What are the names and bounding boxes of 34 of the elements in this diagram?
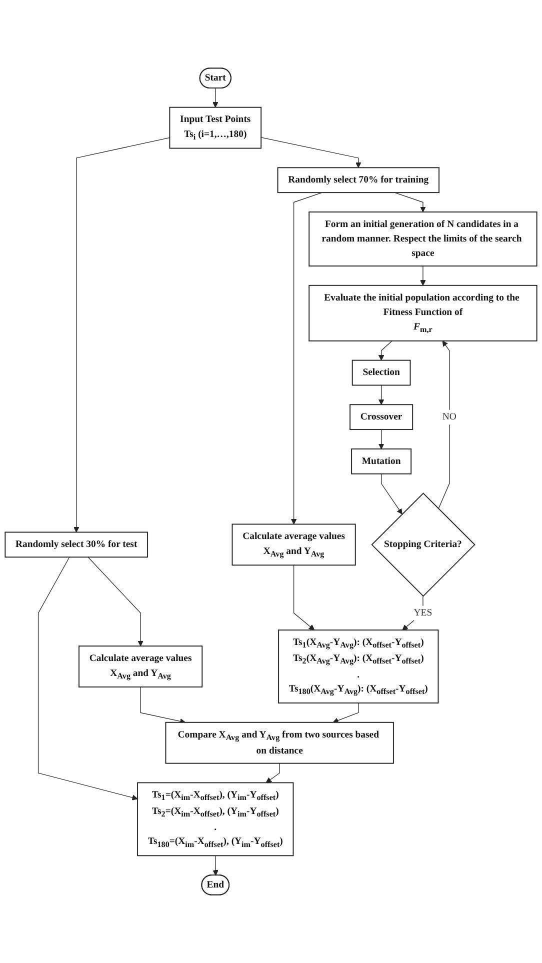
node-box: Compare X$_{Avg}$ and Y$_{Avg}$ from two sources based on distance <box>165 722 394 764</box>
node-box: Calculate average values X$_{Avg}$ and Y$_{Avg}$ <box>232 524 356 566</box>
arrow <box>38 556 138 800</box>
arrow <box>74 137 170 532</box>
arrow <box>293 564 315 630</box>
arrow <box>88 556 144 646</box>
node-box: Randomly select 70% for training <box>277 167 440 194</box>
arrow <box>260 137 362 168</box>
arrow <box>290 192 322 524</box>
node-box: Ts$_{1}$(X$_{Avg}$-Y$_{Avg}$): (X$_{offset}$-Y$_{offset}$) Ts$_{2}$(X$_{Avg}$-Y$_{Avg}$): (X$_{offset}$-Y$_{offset}$) . Ts$_{180}$(X$_{Avg}$-Y$_{Avg}$): (X$_{offset}$-Y$_{offset}$) <box>278 630 439 704</box>
arrow <box>394 192 426 212</box>
arrow <box>140 686 186 724</box>
node-box: Crossover <box>350 404 414 430</box>
node-box: Evaluate the initial population according to the Fitness Function of F$_{m,r}$ <box>308 284 538 342</box>
arrow <box>212 855 218 876</box>
arrow <box>266 762 280 783</box>
node-box: Ts$_{1}$=(X$_{im}$-X$_{offset}$), (Y$_{im}$-Y$_{offset}$) Ts$_{2}$=(X$_{im}$-X$_{offset}$), (Y$_{im}$-Y$_{offset}$) . Ts$_{180}$=(X$_{im}$-X$_{offset}$), (Y$_{im}$-Y$_{offset}$) <box>137 782 294 856</box>
arrow <box>332 702 359 724</box>
arrow <box>378 384 384 405</box>
node-box: Input Test Points Ts$_{i}$ (i=1,…,180) <box>169 106 262 149</box>
node-box: Calculate average values X$_{Avg}$ and Y$_{Avg}$ <box>78 646 203 688</box>
node-box: Mutation <box>351 448 412 474</box>
node-box: Randomly select 30% for test <box>4 532 148 558</box>
arrow <box>212 88 218 108</box>
arrow <box>378 429 384 450</box>
arrow <box>438 340 450 510</box>
node-diamond: Stopping Criteria? <box>371 492 476 597</box>
arrow <box>420 266 426 286</box>
arrow <box>380 474 402 514</box>
node-box: Selection <box>352 360 411 386</box>
node-box: Form an initial generation of N candidates in a random manner. Respect the limits of the search space <box>308 212 538 266</box>
edge-label: YES <box>414 608 432 618</box>
edge-label: NO <box>442 412 456 422</box>
arrow <box>378 340 392 361</box>
